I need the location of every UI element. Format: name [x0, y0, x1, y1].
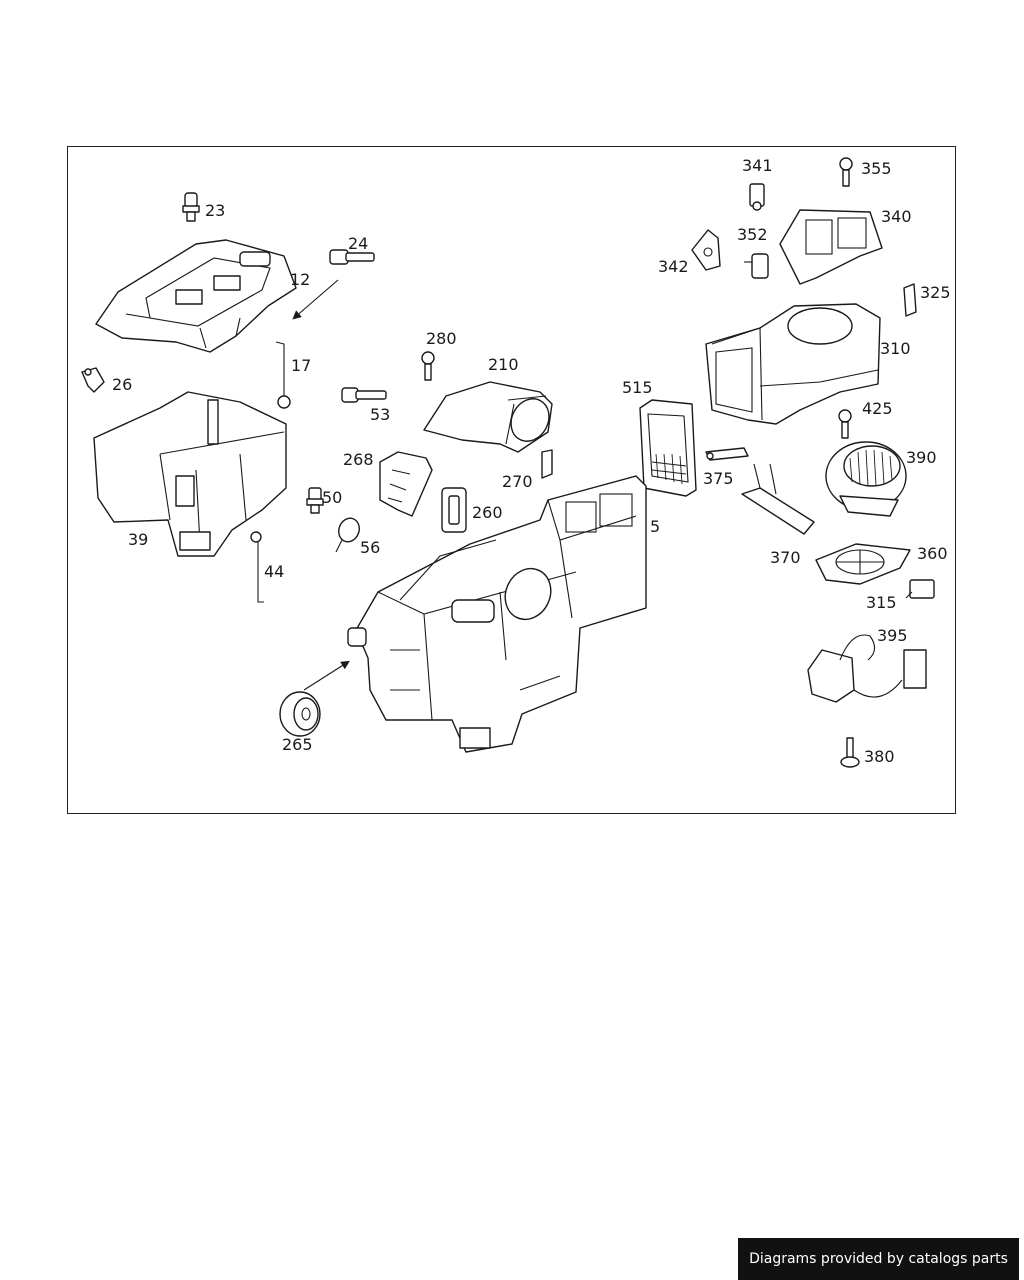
label-325: 325 — [920, 283, 951, 302]
label-53: 53 — [370, 405, 390, 424]
label-355: 355 — [861, 159, 892, 178]
part-50-sensor — [306, 487, 324, 514]
part-360-fan-cover — [815, 543, 911, 585]
footer-credit-text: Diagrams provided by catalogs parts — [749, 1251, 1008, 1267]
part-56-damper — [335, 517, 360, 553]
label-50: 50 — [322, 488, 342, 507]
label-315: 315 — [866, 593, 897, 612]
footer-credit-badge: Diagrams provided by catalogs parts — [738, 1238, 1019, 1280]
part-210-duct — [423, 381, 553, 453]
part-375-bracket — [705, 447, 749, 461]
diagram-frame — [67, 146, 956, 814]
part-515-filter — [639, 399, 697, 497]
part-325-clip — [903, 283, 917, 317]
label-56: 56 — [360, 538, 380, 557]
label-265: 265 — [282, 735, 313, 754]
label-360: 360 — [917, 544, 948, 563]
part-341-actuator — [749, 183, 765, 211]
exploded-parts-diagram: 23 24 12 26 17 39 50 44 280 53 210 268 5… — [81, 156, 951, 768]
label-5: 5 — [650, 517, 660, 536]
part-268-cover — [379, 451, 433, 517]
label-210: 210 — [488, 355, 519, 374]
part-280-screw — [421, 351, 435, 381]
part-370-bracket — [741, 463, 815, 535]
part-342-actuator — [691, 229, 721, 271]
part-5-main-housing — [347, 475, 647, 753]
part-270-clip — [541, 449, 553, 479]
part-340-air-intake — [779, 209, 883, 285]
label-24: 24 — [348, 234, 368, 253]
label-340: 340 — [881, 207, 912, 226]
label-352: 352 — [737, 225, 768, 244]
part-12-upper-housing — [95, 239, 297, 353]
part-352-actuator — [744, 253, 769, 279]
part-260-seal — [441, 487, 467, 533]
label-375: 375 — [703, 469, 734, 488]
part-355-screw — [839, 157, 853, 187]
label-260: 260 — [472, 503, 503, 522]
label-44: 44 — [264, 562, 284, 581]
part-39-lower-housing — [93, 391, 287, 557]
label-380: 380 — [864, 747, 895, 766]
label-370: 370 — [770, 548, 801, 567]
label-425: 425 — [862, 399, 893, 418]
part-425-screw — [838, 409, 852, 439]
label-17: 17 — [291, 356, 311, 375]
part-380-screw — [840, 737, 860, 768]
part-17-rod — [275, 341, 291, 409]
label-341: 341 — [742, 156, 773, 175]
label-23: 23 — [205, 201, 225, 220]
label-26: 26 — [112, 375, 132, 394]
part-24-connector-pin — [329, 249, 375, 265]
part-265-cylinder — [279, 691, 321, 737]
label-395: 395 — [877, 626, 908, 645]
label-270: 270 — [502, 472, 533, 491]
label-39: 39 — [128, 530, 148, 549]
part-395-wiring-harness — [807, 634, 927, 703]
part-23-sensor-plug — [182, 192, 200, 222]
label-12: 12 — [290, 270, 310, 289]
label-342: 342 — [658, 257, 689, 276]
part-labels: 23 24 12 26 17 39 50 44 280 53 210 268 5… — [112, 156, 951, 766]
label-268: 268 — [343, 450, 374, 469]
label-280: 280 — [426, 329, 457, 348]
label-310: 310 — [880, 339, 911, 358]
part-53-connector-pin — [341, 387, 387, 403]
part-310-blower-housing — [705, 303, 881, 425]
part-315-connector — [905, 579, 935, 599]
part-26-bracket — [81, 367, 105, 393]
label-390: 390 — [906, 448, 937, 467]
part-390-blower-fan — [825, 441, 907, 517]
part-44-rod — [250, 531, 264, 603]
label-515: 515 — [622, 378, 653, 397]
